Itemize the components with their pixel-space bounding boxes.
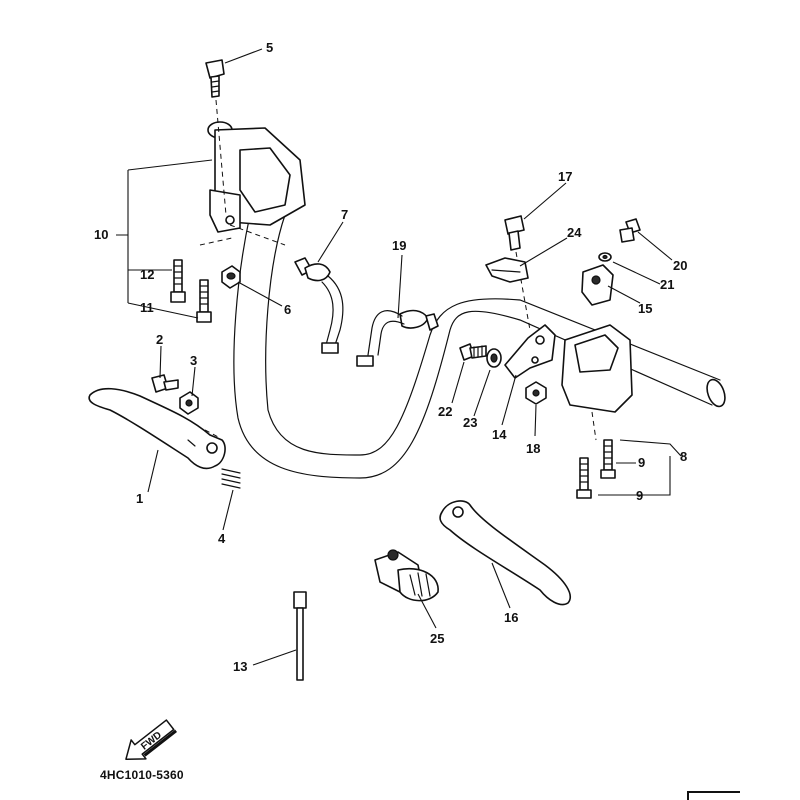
callout-1: 1 [136,491,143,506]
callout-19: 19 [392,238,406,253]
callout-14: 14 [492,427,507,442]
callout-13: 13 [233,659,247,674]
lever-bolt [151,374,179,393]
cable-tie [293,591,307,681]
clip [485,257,529,283]
right-screw-lower [576,457,592,499]
callout-6: 6 [284,302,291,317]
callout-23: 23 [463,415,477,430]
diagram-code: 4HC1010-5360 [100,768,184,782]
right-screw-upper [600,439,616,479]
left-lever [88,387,226,470]
adjuster-bolt [459,343,487,361]
right-lever [439,500,571,606]
left-nut [221,265,241,289]
throttle-housing [374,549,439,602]
callout-8: 8 [680,449,687,464]
callout-5: 5 [266,40,273,55]
fwd-arrow-icon: FWD [125,719,178,760]
callout-24: 24 [567,225,582,240]
callout-2: 2 [156,332,163,347]
small-screw [619,218,641,243]
bracket [504,324,556,379]
callout-12: 12 [140,267,154,282]
right-switch-housing [561,324,633,441]
callout-10: 10 [94,227,108,242]
left-lead-wire [294,257,344,354]
corner-frame-mark [687,791,740,800]
callout-3: 3 [190,353,197,368]
left-screw-lower [196,279,212,323]
cable-holder [581,264,614,306]
callout-labels: 1 2 3 4 5 6 7 8 9 9 10 11 12 13 14 15 16… [94,40,687,674]
callout-11: 11 [140,300,154,315]
lever-spring [204,429,241,489]
callout-22: 22 [438,404,452,419]
lever-nut [179,391,199,415]
leader-lines [116,48,682,666]
callout-15: 15 [638,301,652,316]
right-nut [525,381,547,405]
callout-9a: 9 [638,455,645,470]
washer [598,252,612,262]
handlebar [233,214,726,479]
callout-17: 17 [558,169,572,184]
left-screw-upper [170,259,186,303]
callout-18: 18 [526,441,540,456]
top-bolt [205,59,227,216]
callout-20: 20 [673,258,687,273]
callout-9b: 9 [636,488,643,503]
right-lead-wire [356,309,439,367]
callout-7: 7 [341,207,348,222]
callout-25: 25 [430,631,444,646]
left-switch-assembly [199,121,306,246]
adjuster-nut [486,348,502,368]
callout-4: 4 [218,531,226,546]
callout-21: 21 [660,277,674,292]
callout-16: 16 [504,610,518,625]
